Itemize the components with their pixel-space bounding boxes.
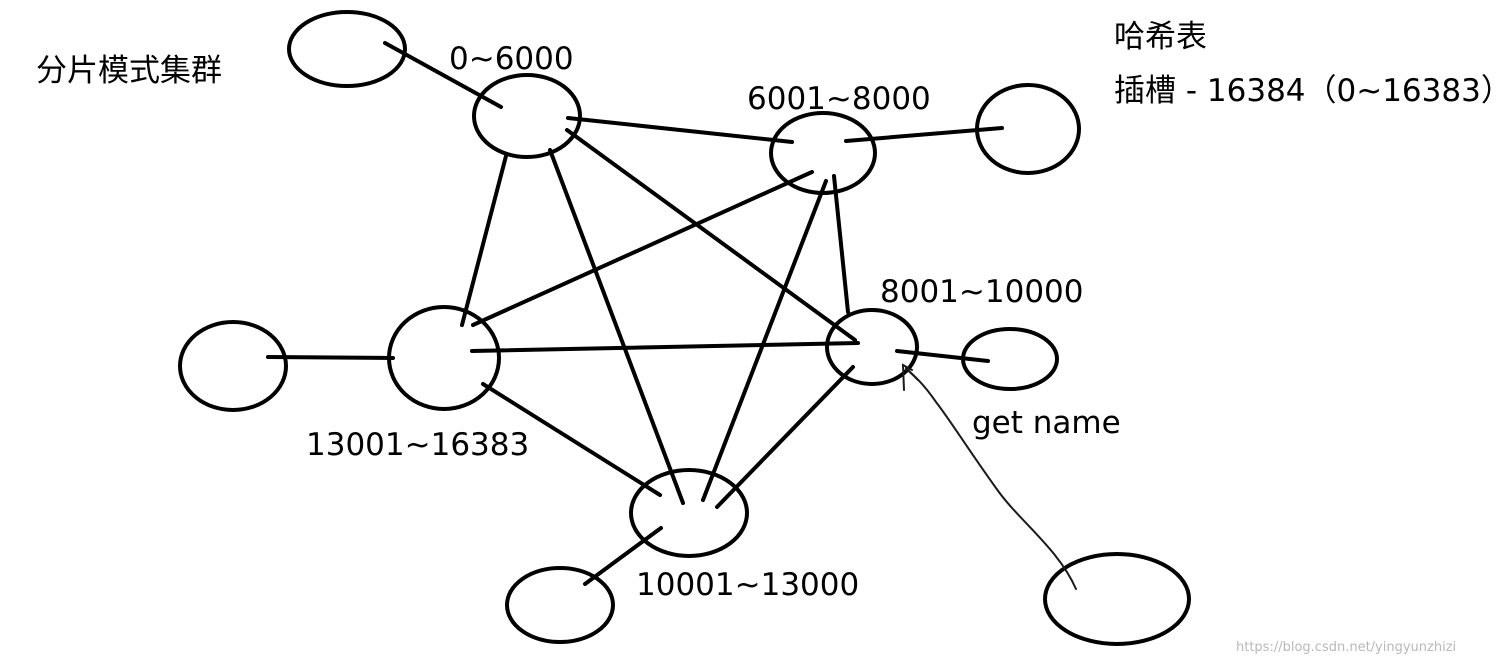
link-n0-n1 [566, 116, 794, 144]
link-n3-n4 [481, 382, 662, 497]
master-node-8001-10000 [825, 308, 919, 386]
replica-node-top-left [287, 10, 407, 88]
link-n1-n4 [471, 170, 814, 327]
slot-range-label: 插槽 - 16384（0~16383） [1114, 73, 1512, 109]
master-node-0-6000 [472, 73, 582, 159]
node-range-label: 6001~8000 [747, 81, 931, 117]
link-n0-n2 [565, 128, 857, 342]
client-request-label: get name [972, 405, 1121, 441]
link-n4-replica [266, 355, 395, 360]
master-node-10001-13000 [629, 468, 749, 558]
link-n1-n3 [701, 179, 828, 502]
link-n2-n3 [715, 365, 855, 509]
request-arrow [901, 363, 1077, 590]
link-n1-replica [844, 126, 1004, 143]
node-range-label: 8001~10000 [880, 274, 1084, 310]
node-range-label: 13001~16383 [306, 427, 530, 463]
master-node-6001-8000 [769, 111, 877, 195]
replica-node-left [178, 320, 288, 412]
link-n1-n2 [832, 174, 850, 314]
link-n0-n3 [548, 148, 685, 505]
hash-table-label: 哈希表 [1114, 19, 1207, 55]
node-range-label: 10001~13000 [636, 567, 860, 603]
diagram-title: 分片模式集群 [36, 53, 222, 89]
link-n2-n4 [470, 341, 860, 353]
link-n3-replica [583, 526, 663, 586]
link-n2-replica [895, 349, 990, 363]
node-range-label: 0~6000 [449, 41, 574, 77]
link-n0-replica [383, 41, 503, 109]
replica-node-bottom [505, 566, 615, 644]
link-n0-n4 [460, 154, 508, 327]
watermark: https://blog.csdn.net/yingyunzhizi [1236, 640, 1457, 655]
client-node [1043, 552, 1191, 646]
